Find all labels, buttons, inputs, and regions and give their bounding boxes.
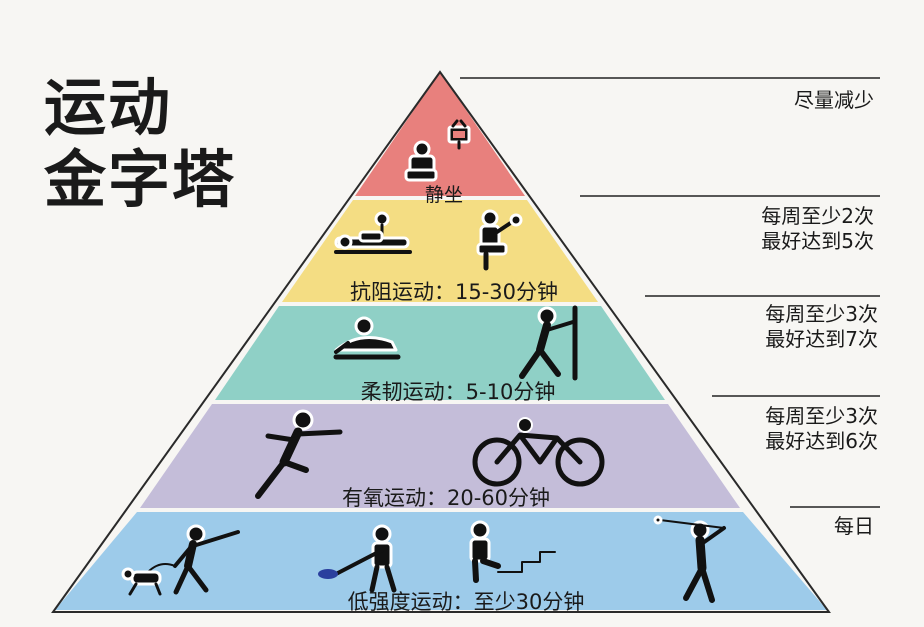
tv-watching-icon: [404, 119, 471, 182]
frequency-label-resistance: 每周至少2次 最好达到5次: [761, 204, 874, 253]
dumbbell-curl-icon: [476, 209, 523, 271]
title-line-2: 金字塔: [44, 143, 237, 216]
pole-stretch-icon: [519, 305, 578, 381]
tier-label-low-intensity: 低强度运动：至少30分钟: [347, 590, 585, 614]
frequency-label-aerobic: 每周至少3次 最好达到6次: [765, 404, 878, 453]
tier-label-aerobic: 有氧运动：20-60分钟: [341, 486, 551, 510]
golf-icon: [653, 515, 726, 603]
frequency-label-sedentary: 尽量减少: [794, 88, 874, 112]
cycling-icon: [472, 417, 605, 487]
tier-label-flexibility: 柔韧运动：5-10分钟: [360, 380, 556, 404]
tier-band-sedentary: [355, 72, 525, 196]
sweeping-icon: [318, 524, 397, 593]
frequency-label-flexibility: 每周至少3次 最好达到7次: [765, 302, 878, 351]
floor-stretch-icon: [333, 316, 401, 360]
title-line-1: 运动: [44, 71, 173, 144]
dog-walking-icon: [121, 524, 240, 596]
stair-climbing-icon: [469, 520, 556, 583]
tier-band-low-intensity: [55, 512, 827, 610]
tier-label-resistance: 抗阻运动：15-30分钟: [349, 280, 559, 304]
pyramid-bands: [55, 72, 827, 610]
leader-lines: [460, 77, 880, 508]
pyramid-outline: [51, 70, 831, 613]
bench-press-icon: [334, 211, 412, 254]
frequency-label-low-intensity: 每日: [834, 514, 874, 538]
running-icon: [255, 409, 343, 499]
diagram-title: 运动 金字塔: [44, 72, 236, 216]
tier-label-sedentary: 静坐: [424, 184, 464, 206]
